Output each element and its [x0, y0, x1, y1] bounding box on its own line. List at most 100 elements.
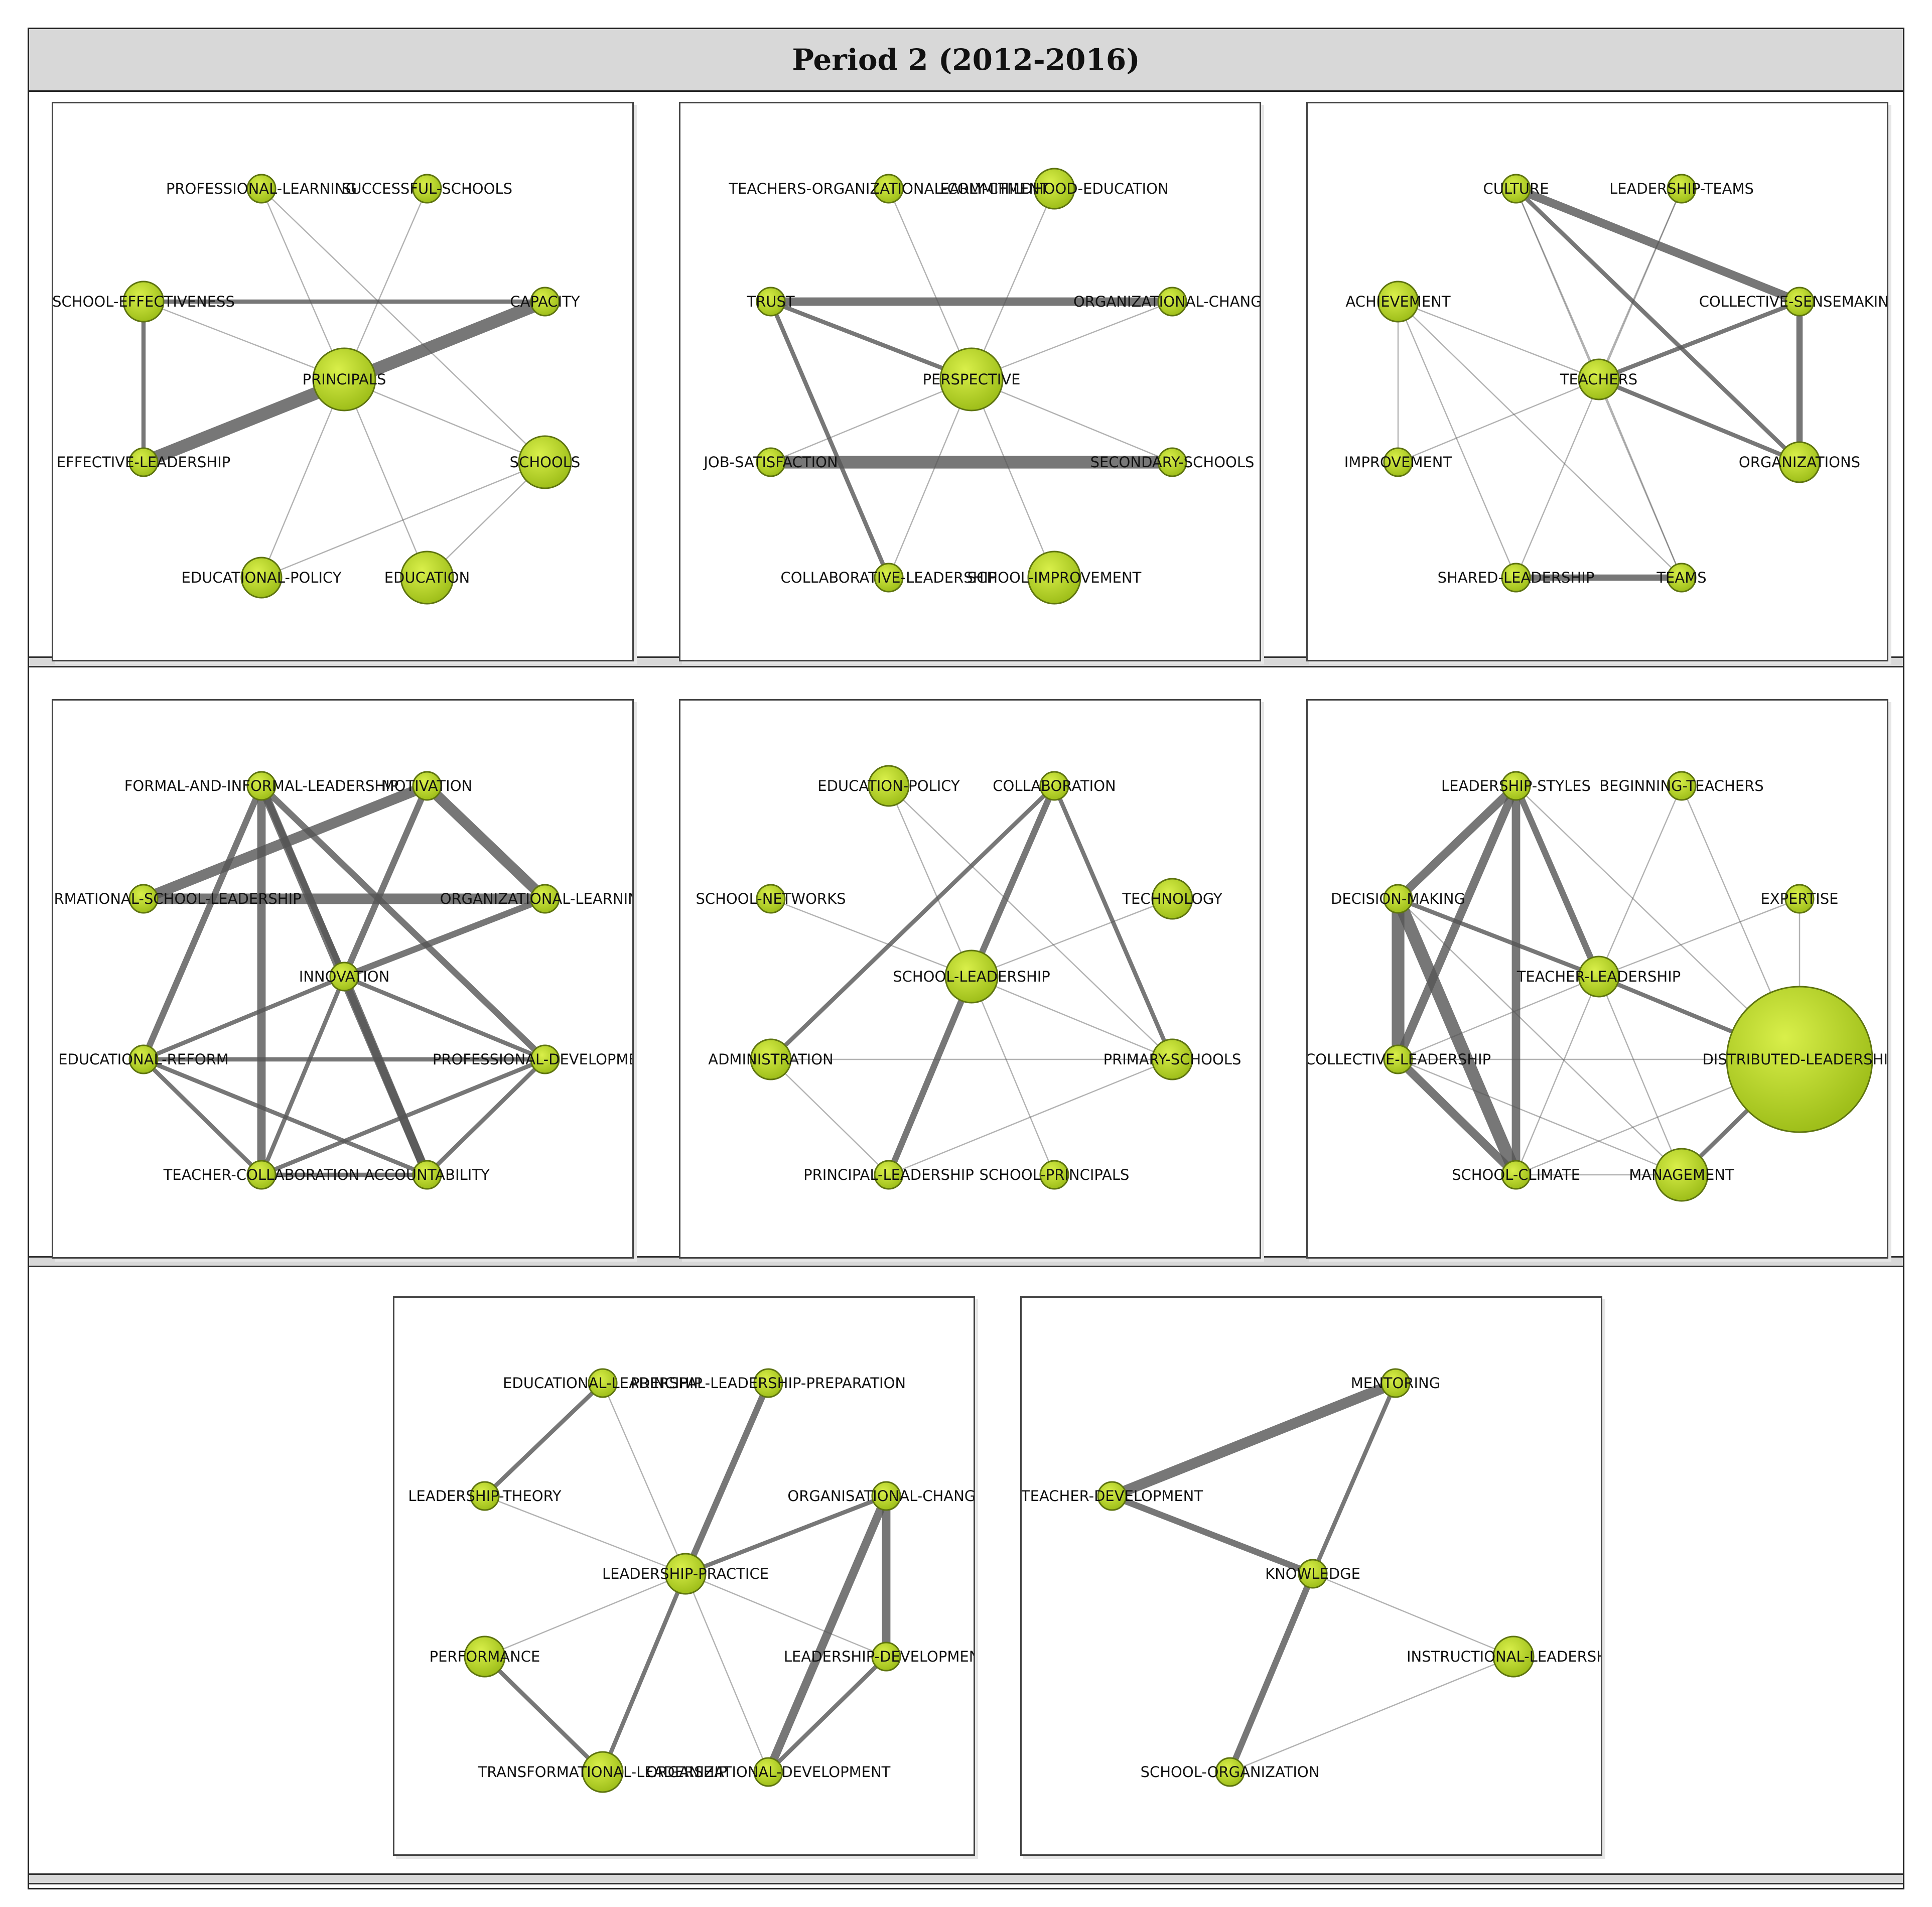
node-label: EDUCATION-POLICY — [817, 777, 960, 794]
graph-node — [464, 1636, 506, 1678]
node-label: TEAMS — [1656, 569, 1706, 586]
graph-node — [871, 1642, 901, 1672]
graph-node — [868, 765, 910, 807]
graph-node — [664, 1553, 707, 1595]
graph-node — [1667, 563, 1697, 593]
graph-edge — [684, 1573, 887, 1658]
node-label: ORGANIZATIONAL-LEARNING — [440, 890, 634, 907]
graph-node — [1033, 168, 1075, 210]
node-label: MENTORING — [1351, 1375, 1440, 1392]
node-label: TRANSFORMATIONAL-LEADERSHIP — [477, 1763, 727, 1781]
node-label: EFFECTIVE-LEADERSHIP — [57, 454, 231, 471]
node-label: SCHOOL-PRINCIPALS — [980, 1166, 1130, 1183]
graph-node — [750, 1038, 792, 1080]
node-label: DISTRIBUTED-LEADERSHIP — [1702, 1051, 1888, 1068]
network-graph: PROFESSIONAL-LEARNINGSUCCESSFUL-SCHOOLSS… — [53, 174, 581, 605]
graph-edge — [1598, 188, 1683, 380]
node-label: SCHOOL-IMPROVEMENT — [968, 569, 1142, 586]
graph-node — [871, 1481, 901, 1511]
node-label: LEADERSHIP-TEAMS — [1609, 180, 1754, 197]
graph-node — [1298, 1559, 1328, 1589]
node-label: SUCCESSFUL-SCHOOLS — [342, 180, 512, 197]
graph-edge — [1397, 898, 1683, 1176]
graph-node — [1383, 447, 1413, 477]
node-label: SCHOOL-EFFECTIVENESS — [53, 293, 235, 310]
graph-edge — [1596, 377, 1802, 465]
node-label: PRINCIPAL-LEADERSHIP-PREPARATION — [631, 1375, 906, 1392]
graph-edge — [1397, 976, 1600, 1060]
graph-node — [588, 1368, 618, 1398]
node-label: SCHOOLS — [510, 454, 581, 471]
graph-node — [246, 1160, 277, 1190]
graph-edge — [482, 1654, 605, 1775]
graph-edge — [260, 461, 546, 579]
node-label: PRINCIPALS — [303, 371, 386, 388]
graph-edge — [259, 974, 347, 1177]
network-graph: EDUCATIONAL-LEADERSHIPPRINCIPAL-LEADERSH… — [408, 1368, 974, 1793]
graph-node — [944, 949, 999, 1004]
graph-edge — [766, 1654, 889, 1775]
graph-node — [1157, 447, 1187, 477]
graph-edge — [1229, 1656, 1514, 1773]
graph-edge — [885, 973, 975, 1178]
graph-edge — [888, 1058, 1173, 1176]
graph-node — [400, 551, 454, 605]
graph-edge — [1392, 892, 1523, 1181]
graph-node — [756, 287, 786, 317]
graph-edge — [1598, 898, 1801, 978]
graph-edge — [1394, 781, 1521, 903]
node-label: PERSPECTIVE — [923, 371, 1021, 388]
graph-edge — [1312, 1573, 1514, 1658]
node-label: ORGANIZATIONAL-DEVELOPMENT — [646, 1763, 891, 1781]
graph-node — [1492, 1636, 1535, 1678]
graph-edge — [422, 780, 550, 904]
graph-edge — [1513, 186, 1802, 465]
graph-edge — [1598, 785, 1683, 978]
graph-node — [1383, 1044, 1413, 1074]
graph-edge — [260, 188, 546, 463]
graph-edge — [258, 782, 548, 1063]
graph-edge — [1394, 1055, 1521, 1179]
node-label: EXPERTISE — [1760, 890, 1838, 907]
graph-node — [412, 1160, 442, 1190]
graph-node — [329, 962, 359, 992]
graph-edge — [143, 301, 345, 380]
node-label: TEACHERS — [1560, 371, 1637, 388]
graph-edge — [971, 976, 1173, 1060]
graph-edge — [971, 976, 1055, 1176]
graph-node — [128, 1044, 159, 1074]
graph-edge — [260, 378, 345, 579]
graph-edge — [141, 974, 347, 1062]
graph-edge — [764, 1491, 891, 1777]
graph-node — [1501, 771, 1531, 801]
node-label: IMPROVEMENT — [1344, 454, 1452, 471]
node-label: TRANSFORMATIONAL-SCHOOL-LEADERSHIP — [53, 890, 302, 907]
graph-node — [756, 884, 786, 914]
node-label: PROFESSIONAL-DEVELOPMENT — [433, 1051, 634, 1068]
graph-edge — [1397, 301, 1517, 579]
node-label: INSTRUCTIONAL-LEADERSHIP — [1407, 1648, 1602, 1665]
graph-edge — [1515, 188, 1600, 380]
graph-edge — [971, 188, 1055, 380]
node-label: TECHNOLOGY — [1122, 890, 1222, 907]
graph-edge — [971, 898, 1173, 978]
node-label: SCHOOL-ORGANIZATION — [1141, 1763, 1320, 1781]
graph-edge — [1396, 896, 1601, 979]
node-label: COLLABORATIVE-LEADERSHIP — [781, 569, 997, 586]
graph-edge — [770, 898, 973, 978]
graph-edge — [341, 782, 431, 980]
graph-edge — [683, 1493, 889, 1576]
graph-node — [1501, 563, 1531, 593]
graph-edge — [484, 1573, 686, 1658]
network-graph: FORMAL-AND-INFORMAL-LEADERSHIPMOTIVATION… — [53, 771, 634, 1190]
graph-node — [312, 347, 376, 412]
node-label: MOTIVATION — [382, 777, 472, 794]
graph-edge — [482, 1381, 605, 1499]
graph-edge — [888, 378, 973, 579]
graph-node — [1151, 878, 1193, 920]
graph-edge — [968, 782, 1058, 980]
